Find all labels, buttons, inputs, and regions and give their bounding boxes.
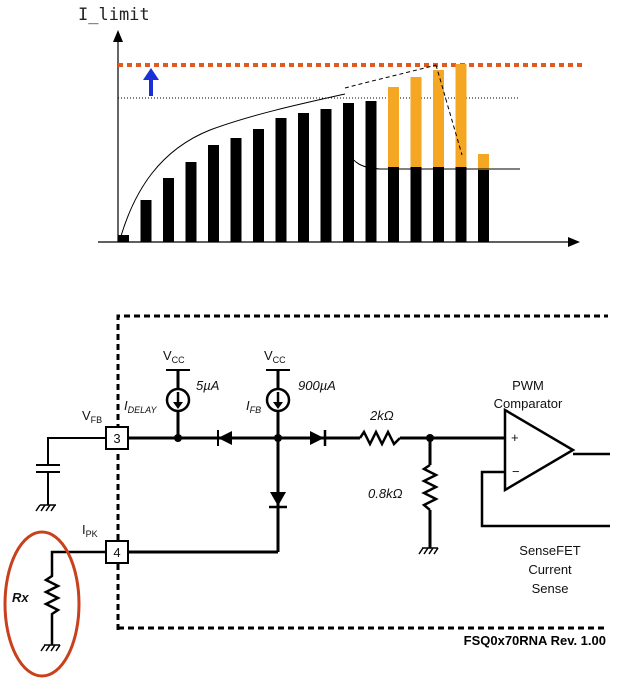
limit-raise-arrow-icon — [143, 68, 159, 96]
pulse-bar — [230, 138, 242, 242]
pulse-bar-extended — [433, 70, 444, 167]
vcc-label-1: VCC — [163, 348, 185, 365]
pulse-bar — [275, 118, 287, 242]
pulse-bar-extended — [455, 64, 467, 167]
sensefet-line-3: Sense — [532, 581, 569, 596]
vcc-label-2: VCC — [264, 348, 286, 365]
ground-icon — [35, 504, 56, 512]
ifb-label: IFB — [246, 398, 261, 415]
envelope-dashed-fall — [435, 64, 463, 156]
diode-down-icon — [269, 492, 287, 509]
pulse-bar-extended — [388, 87, 399, 167]
pulse-bar — [208, 145, 219, 242]
resistor-2k-label: 2kΩ — [369, 408, 394, 423]
x-axis-arrowhead — [568, 237, 580, 247]
y-axis-label: I_limit — [78, 5, 150, 25]
pulse-bar-base — [455, 167, 467, 242]
pulse-bar-extended — [478, 154, 489, 170]
diode-right-icon — [310, 430, 327, 446]
pulse-bar — [118, 235, 129, 242]
resistor-rx — [43, 550, 106, 645]
pulse-bar — [185, 162, 197, 242]
sensefet-line-2: Current — [528, 562, 572, 577]
steady-state-line — [344, 149, 520, 170]
current-source-5ua-label: 5µA — [196, 378, 219, 393]
pulse-bars — [118, 64, 489, 242]
rx-label: Rx — [12, 590, 29, 605]
limit-chart: I_limit — [78, 5, 582, 247]
comparator-title-1: PWM — [512, 378, 544, 393]
pin-3-label: 3 — [113, 431, 120, 446]
pulse-bar-base — [478, 170, 489, 242]
ic-schematic: 3 VFB 4 IPK — [3, 314, 610, 678]
pwm-comparator — [503, 407, 576, 493]
vfb-label: VFB — [82, 408, 102, 425]
pulse-bar-extended — [410, 77, 422, 167]
pulse-bar-base — [410, 167, 422, 242]
pulse-bar — [343, 103, 354, 242]
pulse-bar — [163, 178, 174, 242]
comparator-plus: + — [511, 430, 519, 445]
current-source-900ua-icon — [265, 387, 291, 413]
pulse-bar — [320, 109, 332, 242]
current-source-5ua-icon — [165, 387, 191, 413]
pin-4-label: 4 — [113, 545, 120, 560]
junction-dots — [174, 434, 434, 442]
ground-icon — [418, 547, 439, 555]
ic-boundary — [116, 314, 608, 630]
comparator-title-2: Comparator — [494, 396, 563, 411]
pulse-bar — [140, 200, 152, 242]
resistor-2k — [358, 429, 401, 447]
pulse-bar — [253, 129, 264, 242]
rx-highlight-circle — [3, 530, 81, 678]
resistor-0-8k — [421, 463, 439, 511]
ipk-label: IPK — [82, 522, 98, 539]
envelope-curve — [120, 93, 346, 237]
revision-label: FSQ0x70RNA Rev. 1.00 — [464, 633, 606, 648]
external-capacitor — [36, 437, 106, 505]
y-axis-arrowhead — [113, 30, 123, 42]
idelay-label: IDELAY — [124, 398, 157, 415]
pulse-bar — [365, 101, 377, 242]
comparator-minus: − — [512, 464, 520, 479]
envelope-dashed-rise — [344, 64, 437, 89]
pulse-bar-base — [433, 167, 444, 242]
ground-icon — [40, 644, 61, 652]
current-source-900ua-label: 900µA — [298, 378, 336, 393]
pulse-bar-base — [388, 167, 399, 242]
comparator-minus-wire — [480, 470, 610, 528]
pulse-bar — [298, 113, 309, 242]
resistor-0-8k-label: 0.8kΩ — [368, 486, 403, 501]
sensefet-line-1: SenseFET — [519, 543, 580, 558]
diode-left-icon — [217, 430, 232, 446]
